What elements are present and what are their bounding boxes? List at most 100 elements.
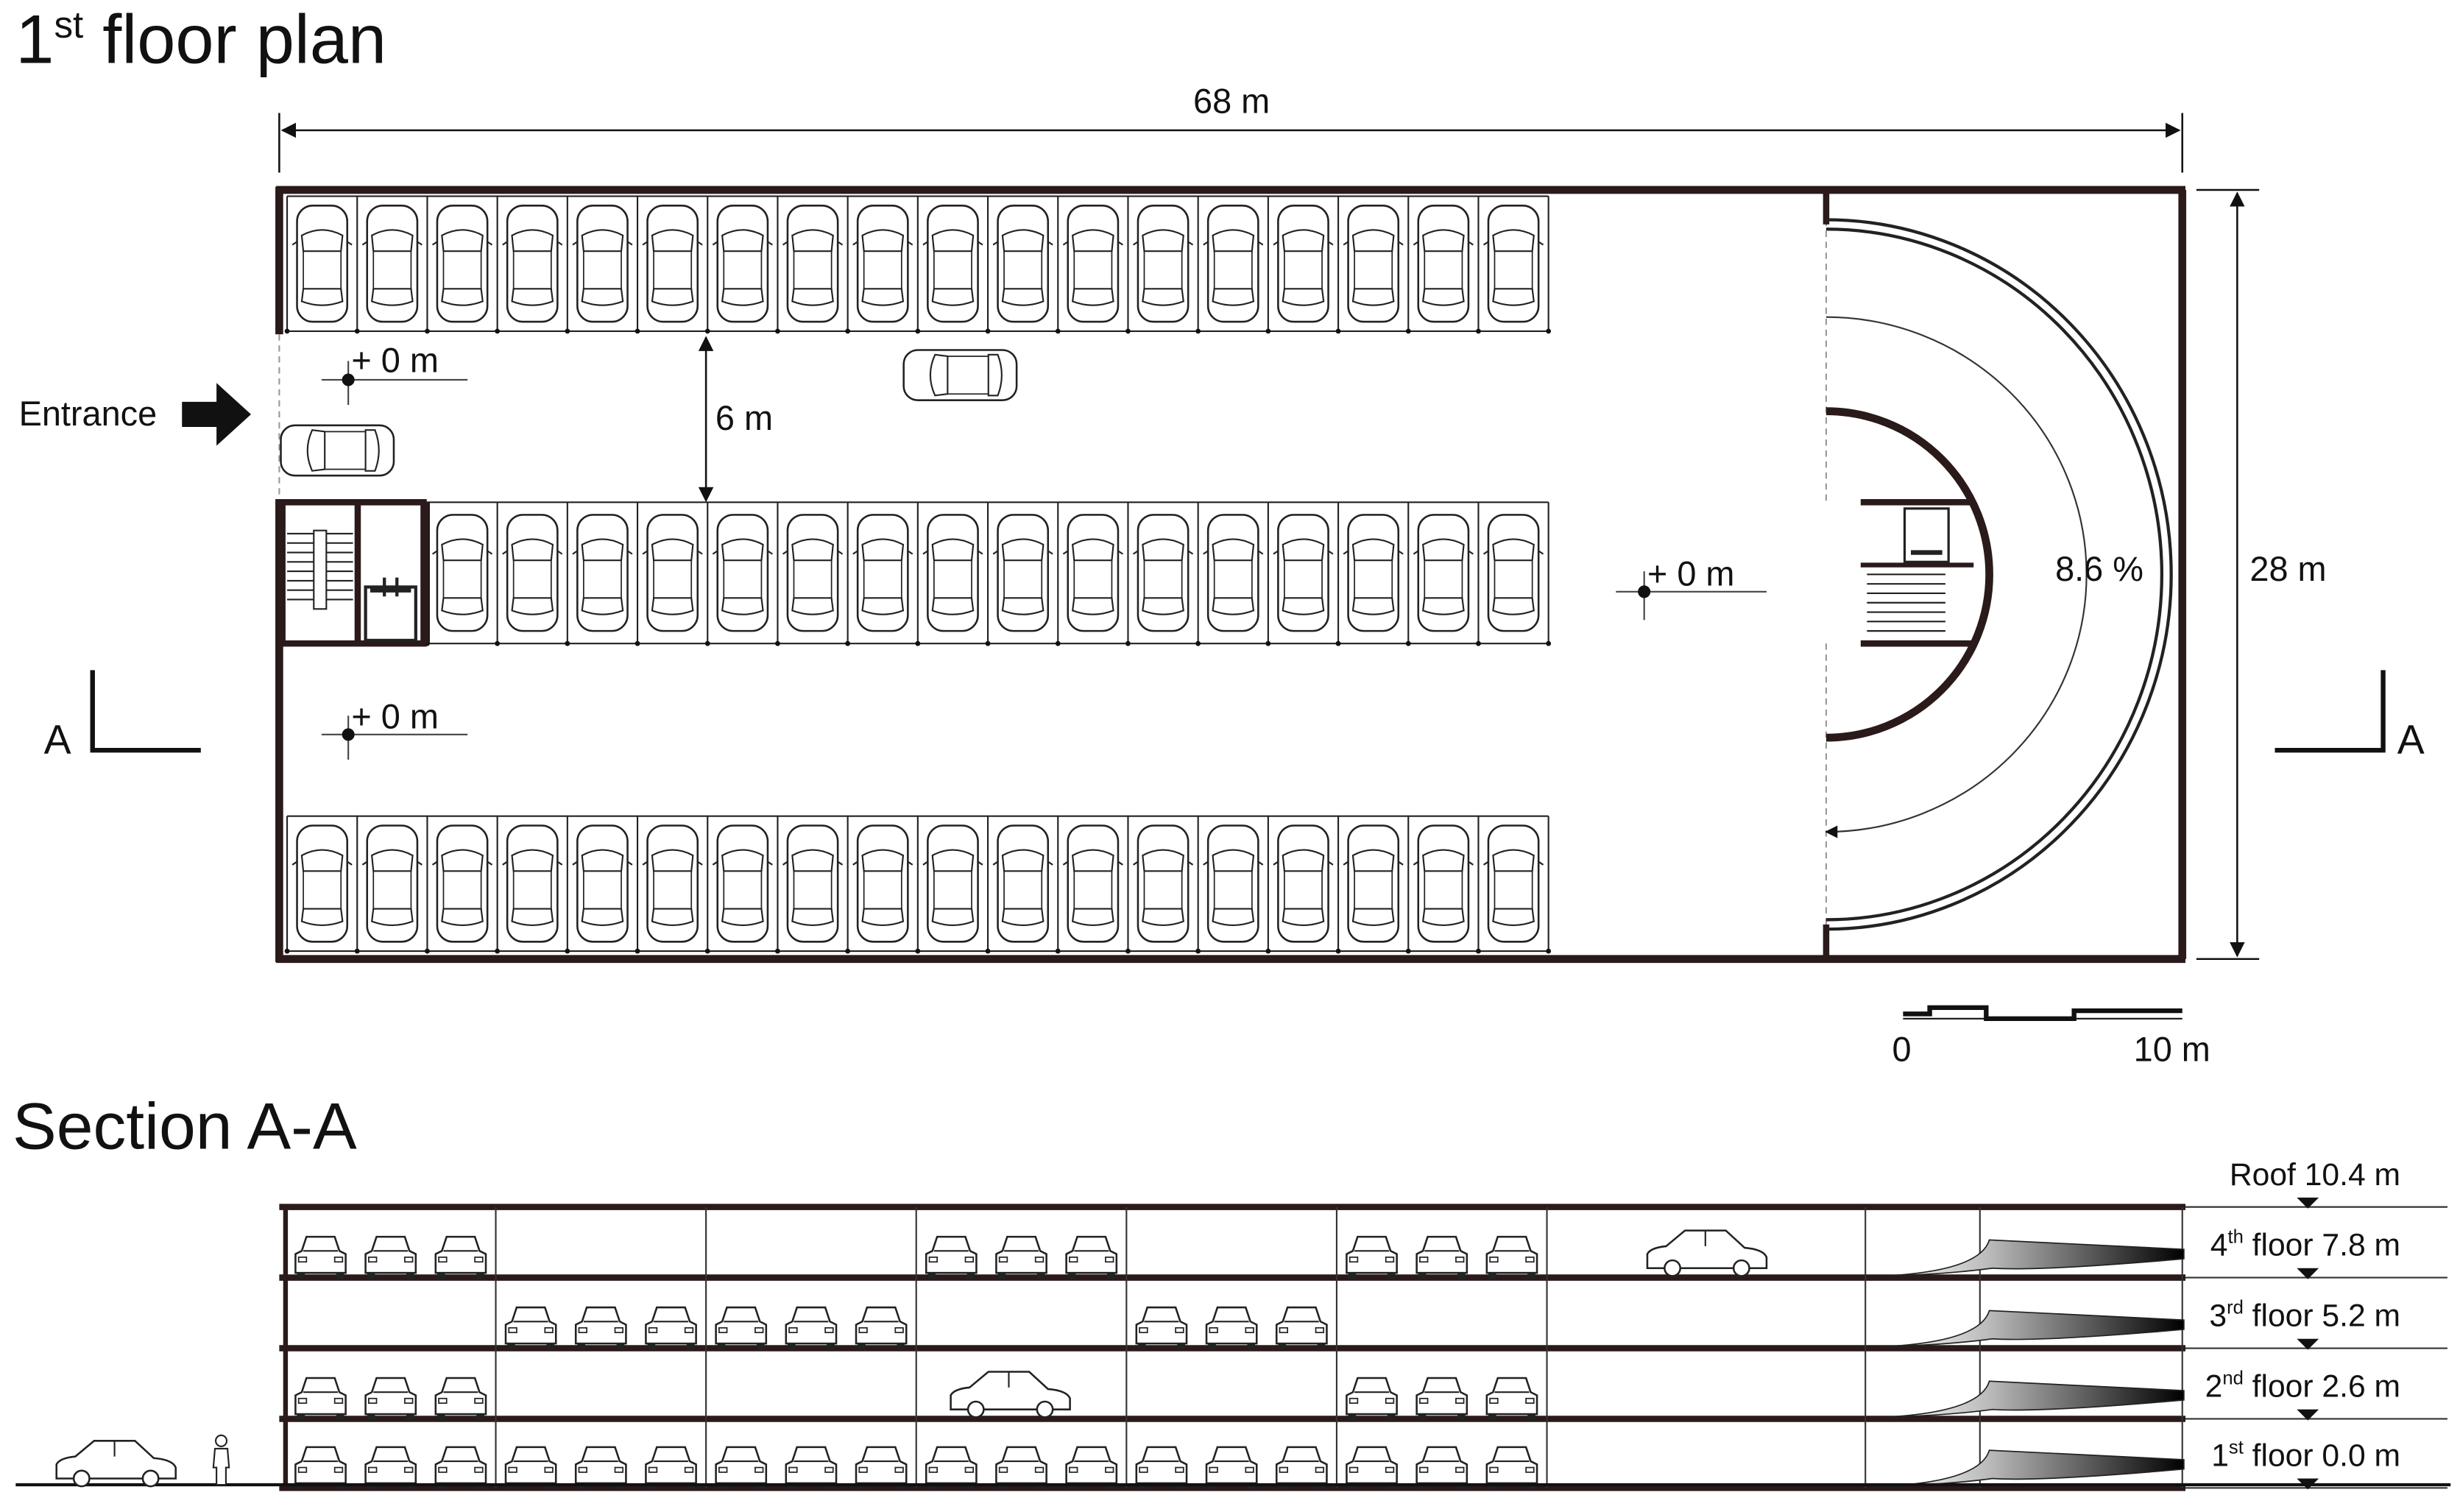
section-parked-car	[434, 1446, 487, 1491]
section-parked-car	[434, 1377, 487, 1421]
parked-car	[291, 205, 353, 323]
ramp-segment	[1882, 1239, 2185, 1277]
section-car-moving	[1646, 1229, 1768, 1277]
parked-car	[712, 514, 774, 632]
aisle-label: 6 m	[715, 399, 773, 437]
section-parked-car	[785, 1446, 838, 1491]
level-marker: + 0 m	[321, 341, 468, 406]
parked-car	[1413, 205, 1474, 323]
section-parked-car	[1135, 1446, 1188, 1491]
section-parked-car	[1275, 1446, 1328, 1491]
parking-row-bottom	[284, 815, 1552, 954]
level-label: + 0 m	[351, 341, 439, 379]
parked-car	[501, 514, 564, 632]
section-parked-car	[504, 1306, 557, 1351]
parked-car	[1272, 514, 1335, 632]
section-parked-car	[1415, 1446, 1468, 1491]
section-parked-car	[855, 1446, 908, 1491]
section-parked-car	[1205, 1306, 1258, 1351]
section-parked-car	[925, 1446, 978, 1491]
level-label: + 0 m	[351, 697, 439, 735]
section-parked-car	[364, 1446, 417, 1491]
parked-car	[712, 205, 774, 323]
section-title: Section A-A	[13, 1089, 357, 1163]
parked-car	[641, 824, 704, 943]
parking-row-top	[284, 195, 1552, 334]
parked-car	[1132, 824, 1194, 943]
parked-car	[1482, 824, 1544, 943]
entrance-label: Entrance	[19, 395, 158, 433]
scale-bar: 0 10 m	[1892, 1005, 2210, 1068]
parked-car	[922, 205, 984, 323]
section-parked-car	[855, 1306, 908, 1351]
section-parked-car	[1275, 1306, 1328, 1351]
car-in-aisle	[902, 349, 1018, 401]
parked-car	[992, 514, 1054, 632]
ramp-slope-label: 8.6 %	[2055, 550, 2143, 588]
parked-car	[852, 205, 914, 323]
svg-text:A: A	[2397, 716, 2425, 762]
section-parked-car	[364, 1235, 417, 1280]
section-parked-car	[785, 1306, 838, 1351]
width-label: 68 m	[1193, 82, 1270, 121]
parked-car	[1272, 824, 1335, 943]
section-parked-car	[715, 1446, 768, 1491]
parked-car	[1202, 824, 1265, 943]
section-marker-right: A	[2275, 670, 2425, 762]
parked-car	[1202, 205, 1265, 323]
width-dimension: 68 m	[278, 82, 2184, 173]
parked-car	[782, 205, 844, 323]
section-parked-car	[1065, 1235, 1118, 1280]
section-parked-car	[925, 1235, 978, 1280]
parked-car	[571, 514, 634, 632]
section-parked-car	[1485, 1235, 1538, 1280]
parked-car	[1132, 514, 1194, 632]
section-parked-car	[294, 1446, 347, 1491]
section-parked-car	[1346, 1377, 1398, 1421]
section-parked-car	[1346, 1235, 1398, 1280]
section-cars	[294, 1229, 1768, 1491]
section-parked-car	[504, 1446, 557, 1491]
entrance-marker: Entrance	[19, 383, 252, 446]
section-parked-car	[364, 1377, 417, 1421]
parking-row-middle	[284, 501, 1552, 646]
level-label: 2nd floor 2.6 m	[2205, 1368, 2400, 1405]
section-parked-car	[1485, 1446, 1538, 1491]
parked-car	[782, 824, 844, 943]
parked-car	[1413, 824, 1474, 943]
level-marker: + 0 m	[321, 697, 468, 760]
ramp-segment	[1882, 1310, 2185, 1348]
level-triangle-icon	[2297, 1338, 2319, 1350]
parked-car	[992, 824, 1054, 943]
section-parked-car	[1135, 1306, 1188, 1351]
parked-car	[1413, 514, 1474, 632]
parked-car	[571, 824, 634, 943]
parked-car	[1482, 205, 1544, 323]
section-parked-car	[574, 1446, 627, 1491]
level-triangle-icon	[2297, 1409, 2319, 1421]
car-side-ground	[55, 1440, 177, 1488]
level-marker: + 0 m	[1616, 554, 1767, 621]
section-frame	[279, 1204, 2186, 1491]
parked-car	[852, 824, 914, 943]
parked-car	[641, 205, 704, 323]
section-ramps	[1882, 1239, 2185, 1488]
level-label: 4th floor 7.8 m	[2210, 1227, 2400, 1263]
level-label: + 0 m	[1647, 554, 1735, 593]
parked-car	[782, 514, 844, 632]
parked-car	[641, 514, 704, 632]
section-parked-car	[574, 1306, 627, 1351]
parked-car	[291, 824, 353, 943]
parked-car	[1342, 824, 1404, 943]
parked-car	[361, 824, 423, 943]
section-parked-car	[1415, 1235, 1468, 1280]
section-parked-car	[294, 1377, 347, 1421]
ramp-segment	[1882, 1380, 2185, 1419]
section-parked-car	[995, 1446, 1047, 1491]
parked-car	[852, 514, 914, 632]
parked-car	[1202, 514, 1265, 632]
section-parked-car	[434, 1235, 487, 1280]
